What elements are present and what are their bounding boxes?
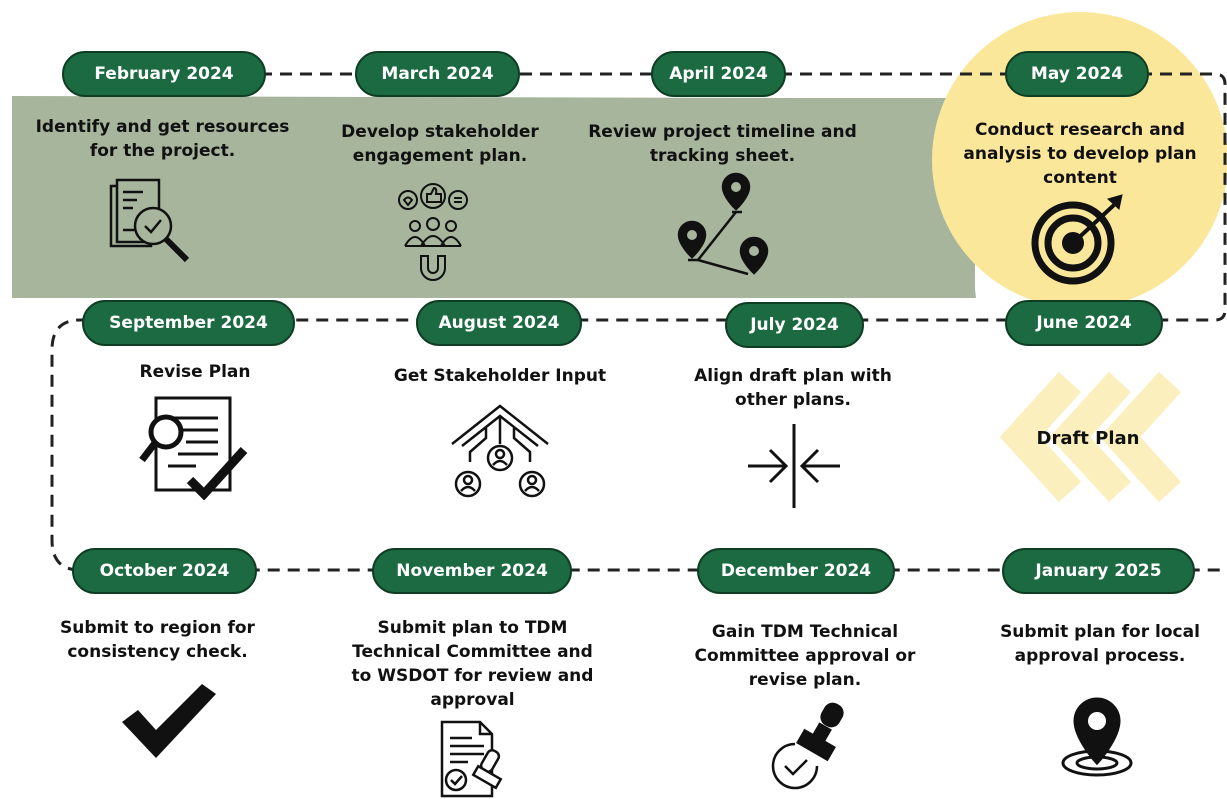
milestone-text-march-2024: Develop stakeholder engagement plan. — [341, 122, 539, 166]
checkmark-icon — [122, 684, 216, 758]
stakeholder-magnet-icon — [398, 183, 468, 281]
milestone-text-july-2024: Align draft plan with other plans. — [694, 366, 892, 410]
milestone-text-april-2024: Review project timeline and tracking she… — [588, 122, 857, 166]
milestone-date-february-2024: February 2024 — [62, 51, 266, 97]
research-highlight-circle — [932, 12, 1227, 308]
milestone-text-june-2024: Draft Plan — [1036, 428, 1140, 449]
map-route-pins-icon — [677, 172, 769, 276]
document-stamp-icon — [440, 720, 503, 798]
stakeholder-network-icon — [451, 404, 549, 498]
milestone-date-october-2024: October 2024 — [72, 548, 257, 594]
milestone-date-december-2024: December 2024 — [697, 548, 895, 594]
milestone-date-april-2024: April 2024 — [651, 51, 786, 97]
milestone-text-may-2024: Conduct research and analysis to develop… — [963, 120, 1197, 188]
milestone-date-january-2025: January 2025 — [1002, 548, 1195, 594]
chevrons-left-icon — [999, 372, 1182, 502]
milestone-date-august-2024: August 2024 — [416, 300, 582, 346]
milestone-date-november-2024: November 2024 — [372, 548, 572, 594]
milestone-text-february-2024: Identify and get resources for the proje… — [35, 117, 290, 161]
milestone-date-september-2024: September 2024 — [82, 300, 295, 346]
milestone-text-september-2024: Revise Plan — [139, 362, 251, 382]
location-pin-icon — [1061, 697, 1133, 777]
document-magnifier-icon — [109, 178, 190, 263]
converging-arrows-icon — [748, 424, 840, 508]
target-arrow-icon — [1031, 194, 1123, 285]
milestone-text-october-2024: Submit to region for consistency check. — [60, 618, 255, 662]
milestone-text-december-2024: Gain TDM Technical Committee approval or… — [694, 622, 916, 690]
milestone-text-august-2024: Get Stakeholder Input — [393, 366, 607, 386]
milestone-date-may-2024: May 2024 — [1005, 51, 1149, 97]
milestone-text-january-2025: Submit plan for local approval process. — [1000, 622, 1200, 666]
approval-stamp-icon — [771, 702, 844, 790]
milestone-date-june-2024: June 2024 — [1005, 300, 1163, 346]
milestone-date-march-2024: March 2024 — [355, 51, 520, 97]
milestone-text-november-2024: Submit plan to TDM Technical Committee a… — [351, 618, 594, 710]
document-review-check-icon — [139, 396, 248, 500]
milestone-date-july-2024: July 2024 — [725, 302, 864, 348]
timeline-path — [50, 72, 1227, 572]
